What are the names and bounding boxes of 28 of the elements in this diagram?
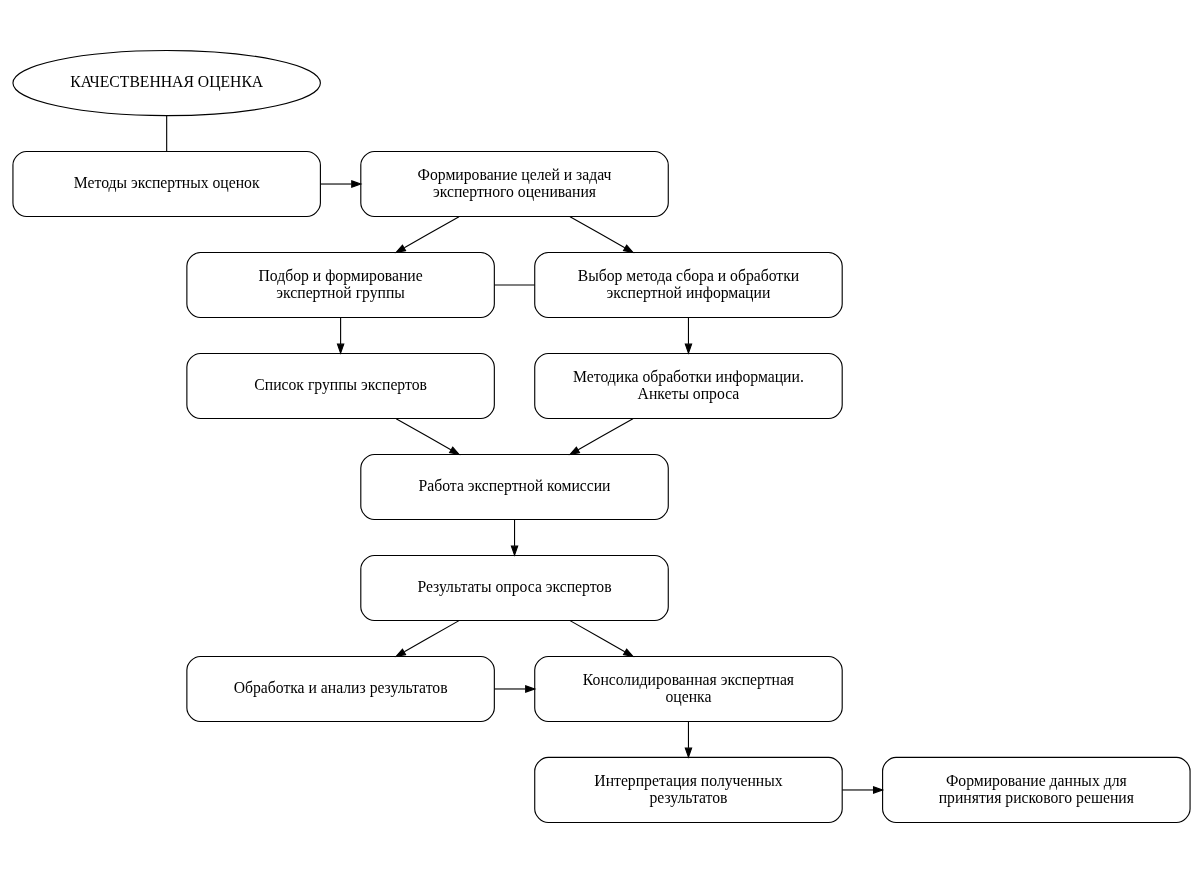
node-box: Подбор и формирование экспертной группы [186, 251, 495, 318]
arrow [569, 619, 635, 657]
arrow [841, 785, 885, 794]
connector [166, 114, 168, 152]
arrow [394, 619, 460, 657]
node-box: Обработка и анализ результатов [186, 655, 495, 722]
node-box: Формирование данных для принятия рискового решения [882, 756, 1191, 823]
node-box: Формирование целей и задач экспертного оценивания [360, 150, 669, 217]
node-box: Результаты опроса экспертов [360, 554, 669, 621]
arrow [510, 518, 519, 557]
arrow [493, 684, 537, 693]
node-box: Работа экспертной комиссии [360, 453, 669, 520]
node-box: Методика обработки информации. Анкеты опроса [534, 352, 843, 419]
arrow [569, 215, 635, 253]
arrow [395, 417, 461, 455]
arrow [684, 720, 693, 759]
arrow [684, 316, 693, 355]
arrow [320, 179, 363, 188]
node-ellipse: КАЧЕСТВЕННАЯ ОЦЕНКА [12, 49, 321, 116]
node-box: Консолидированная экспертная оценка [534, 655, 843, 722]
arrow [568, 417, 634, 455]
arrow [336, 316, 345, 355]
node-box: Интерпретация полученных результатов [534, 756, 843, 823]
node-box: Методы экспертных оценок [12, 150, 321, 217]
arrow [394, 215, 460, 253]
node-box: Выбор метода сбора и обработки экспертной информации [534, 251, 843, 318]
node-box: Список группы экспертов [186, 352, 495, 419]
connector [493, 283, 536, 286]
